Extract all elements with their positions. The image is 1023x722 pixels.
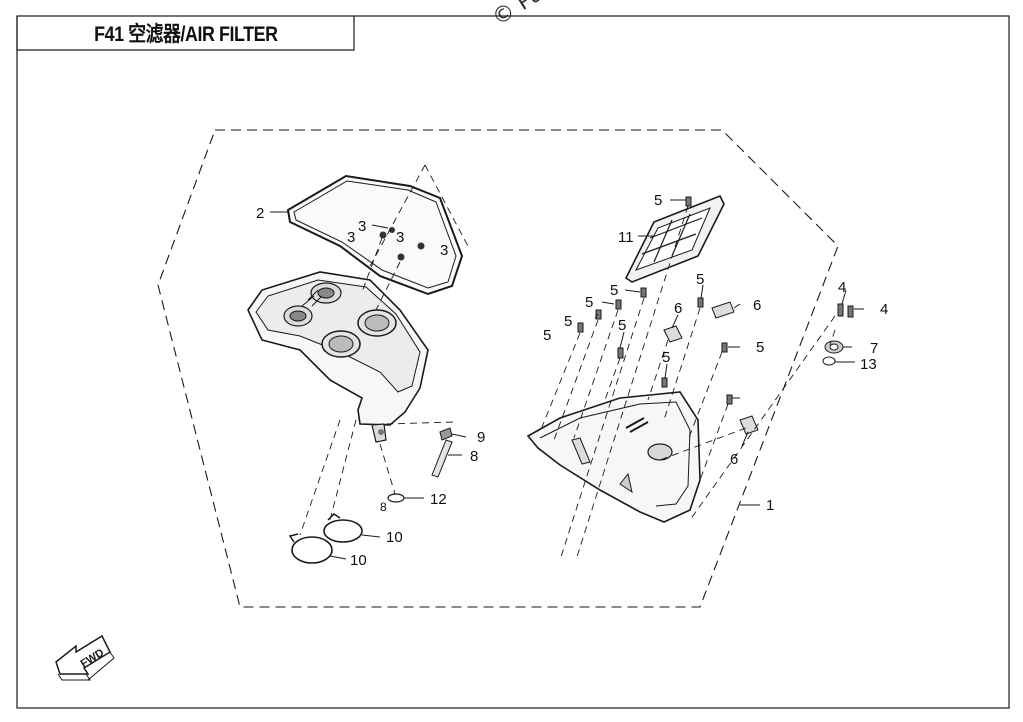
callout-5-g: 5 [618,317,626,334]
callout-8-b: 8 [380,500,387,514]
callout-numbers: 2 3 3 3 3 5 11 5 5 6 6 5 5 5 5 5 5 4 4 7… [256,192,888,569]
diagram-title-box: F41 空滤器/AIR FILTER [17,16,354,49]
diagram-title: F41 空滤器/AIR FILTER [93,22,278,46]
air-box-housing-part [247,271,429,443]
callout-5-f: 5 [543,327,551,344]
callout-12: 12 [430,491,447,508]
leader-lines [270,199,864,560]
callout-10-a: 10 [386,529,403,546]
hardware-parts [288,196,854,564]
title-box-border [16,16,355,51]
callout-9: 9 [477,429,485,446]
callout-2: 2 [256,205,264,222]
callout-3-d: 3 [440,242,448,259]
callout-5-b: 5 [610,282,618,299]
callout-7: 7 [870,340,878,357]
callout-6-a: 6 [674,300,682,317]
callout-5-e: 5 [564,313,572,330]
callout-6-b: 6 [753,297,761,314]
callout-8-a: 8 [470,448,478,465]
callout-5-a: 5 [654,192,662,209]
callout-4-b: 4 [880,301,888,318]
callout-10-b: 10 [350,552,367,569]
callout-6-c: 6 [730,451,738,468]
assembly-lines [299,164,836,561]
callout-5-i: 5 [662,349,670,366]
callout-5-c: 5 [585,294,593,311]
callout-11: 11 [618,229,634,246]
callout-13: 13 [860,356,877,373]
callout-3-b: 3 [347,229,355,246]
diagram-frame [16,15,1010,709]
fwd-direction-arrow: FWD [55,634,115,681]
callout-4-a: 4 [838,279,846,296]
callout-3-a: 3 [358,218,366,235]
callout-5-h: 5 [756,339,764,356]
callout-1: 1 [766,497,774,514]
callout-5-d: 5 [696,271,704,288]
filter-element-part [624,194,725,283]
assembly-outline-dashed [157,129,839,608]
lid-gasket-part [286,174,464,296]
air-box-base-part [526,391,701,523]
callout-3-c: 3 [396,229,404,246]
